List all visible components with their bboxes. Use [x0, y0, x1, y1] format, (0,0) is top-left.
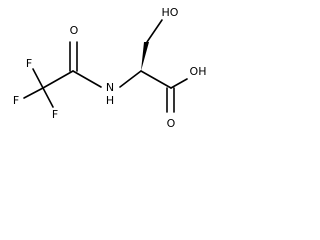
chemical-structure: F F F O N H HO OH O — [13, 6, 207, 130]
bond-cf3-f-bottom — [42, 87, 54, 108]
bond-cf3-carbonyl — [42, 70, 74, 89]
bond-nitrogen-alpha — [119, 70, 142, 88]
atom-label-acid-o: O — [167, 117, 176, 130]
atom-label-f-top: F — [26, 57, 32, 70]
atom-label-carbonyl-o: O — [70, 24, 79, 37]
atom-label-nitrogen: N — [106, 81, 114, 94]
bond-acid-hydroxyl — [170, 78, 188, 89]
bond-cf3-f-left — [23, 87, 44, 99]
atom-label-top-hydroxyl: HO — [162, 6, 179, 19]
atom-label-f-bottom: F — [52, 108, 58, 121]
atom-label-acid-hydroxyl: OH — [190, 65, 207, 78]
label-layer: F F F O N H HO OH O — [13, 6, 207, 130]
bond-ch2-hydroxyl — [146, 19, 163, 43]
atom-label-f-left: F — [13, 94, 19, 107]
bond-carbonyl-nitrogen — [72, 70, 102, 88]
bond-cf3-f-top — [32, 68, 44, 89]
bond-layer — [23, 19, 188, 113]
atom-label-amide-h: H — [106, 94, 114, 107]
stereo-wedge-bond — [141, 42, 149, 71]
bond-alpha-acid — [140, 70, 172, 89]
